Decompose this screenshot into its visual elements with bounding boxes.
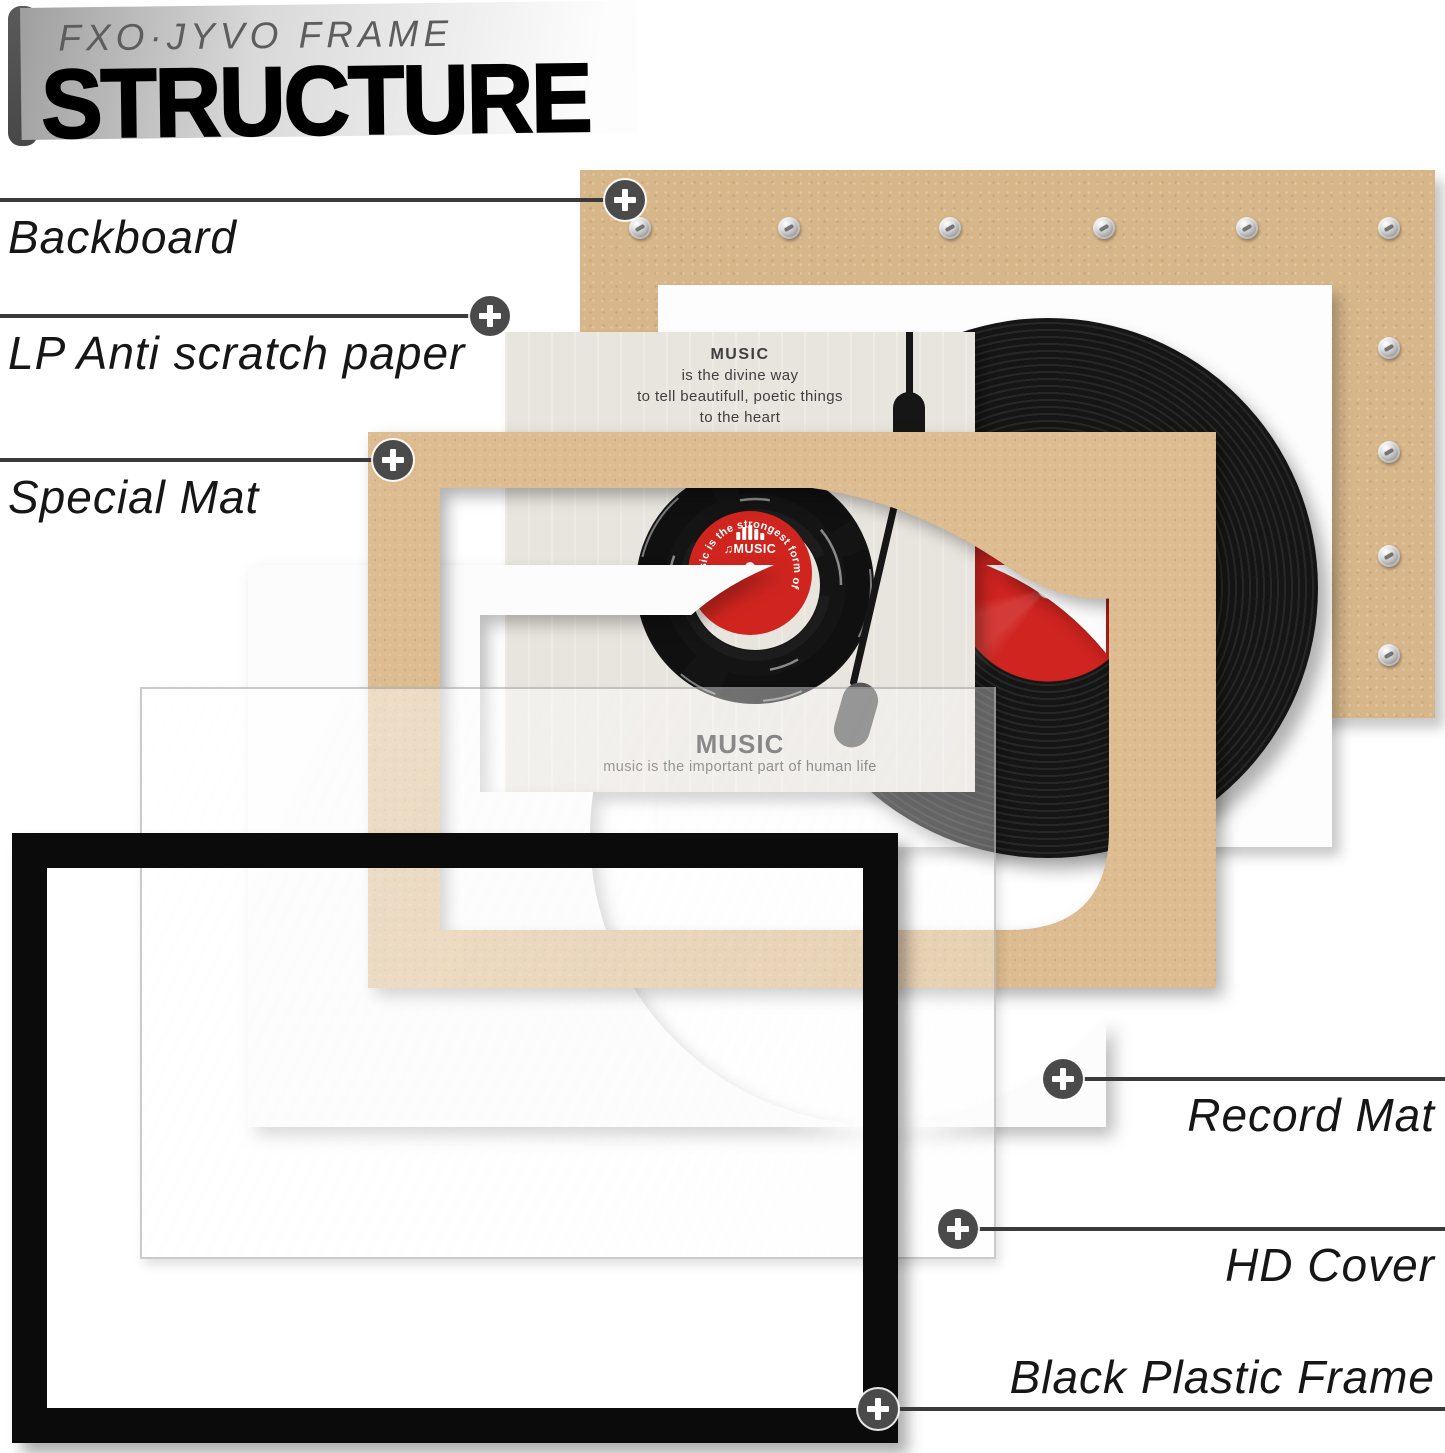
screw-icon — [778, 217, 800, 239]
plus-icon-record-mat — [1043, 1059, 1083, 1099]
screw-icon — [1378, 644, 1400, 666]
label-black-frame: Black Plastic Frame — [1009, 1351, 1435, 1403]
plus-icon-black-frame — [858, 1389, 898, 1429]
plus-icon-lp-paper — [470, 296, 510, 336]
poster-top-line: to the heart — [699, 409, 781, 426]
screw-icon — [1093, 217, 1115, 239]
header-panel: FXO·JYVO FRAME STRUCTURE — [20, 0, 638, 160]
leader-line-record-mat — [1081, 1077, 1445, 1081]
leader-line-backboard — [0, 198, 606, 202]
tonearm-icon — [906, 332, 913, 398]
label-backboard: Backboard — [8, 211, 237, 263]
plus-icon-backboard — [605, 180, 645, 220]
poster-top-text: MUSIC is the divine way to tell beautifu… — [505, 344, 975, 428]
black-plastic-frame-layer — [12, 833, 898, 1443]
leader-line-hd-cover — [976, 1227, 1445, 1231]
label-hd-cover: HD Cover — [1225, 1239, 1435, 1291]
poster-top-line: to tell beautifull, poetic things — [637, 388, 843, 405]
poster-top-line: MUSIC — [710, 346, 770, 363]
label-record-mat: Record Mat — [1187, 1089, 1435, 1141]
label-special-mat: Special Mat — [8, 471, 260, 523]
screw-icon — [1378, 441, 1400, 463]
poster-top-line: is the divine way — [681, 367, 799, 384]
label-lp-paper: LP Anti scratch paper — [8, 327, 466, 379]
screw-icon — [1378, 337, 1400, 359]
leader-line-special-mat — [0, 458, 374, 462]
screw-icon — [629, 217, 651, 239]
plus-icon-special-mat — [373, 440, 413, 480]
leader-line-black-frame — [896, 1407, 1445, 1411]
screw-icon — [1378, 545, 1400, 567]
screw-icon — [1378, 217, 1400, 239]
plus-icon-hd-cover — [938, 1209, 978, 1249]
screw-icon — [939, 217, 961, 239]
leader-line-lp-paper — [0, 314, 471, 318]
page-title: STRUCTURE — [39, 43, 592, 160]
hd-cover-layer — [140, 687, 996, 1259]
screw-icon — [1236, 217, 1258, 239]
